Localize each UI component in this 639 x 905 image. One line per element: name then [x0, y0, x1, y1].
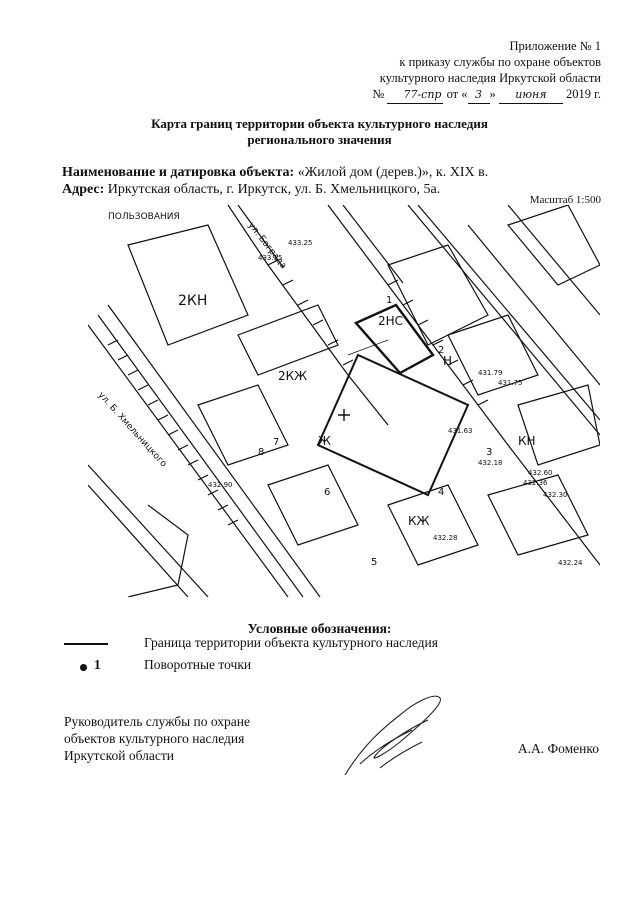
- map-point-6: 6: [324, 487, 330, 498]
- map-elev-6: 432.18: [478, 459, 503, 467]
- appendix-line-1: Приложение № 1: [509, 39, 601, 53]
- object-name-label: Наименование и датировка объекта:: [62, 165, 295, 180]
- order-line: № 77-спр от «3» июня 2019 г.: [372, 86, 601, 104]
- map-elev-3: 432.90: [208, 481, 233, 489]
- map-elev-8: 432.60: [528, 469, 553, 477]
- map-point-2: 2: [438, 345, 444, 356]
- document-title: Карта границ территории объекта культурн…: [0, 116, 639, 148]
- object-address-value: Иркутская область, г. Иркутск, ул. Б. Хм…: [107, 182, 441, 197]
- map-elev-10: 432.36: [523, 479, 548, 487]
- map-elev-1: 433.25: [288, 239, 313, 247]
- object-info: Наименование и датировка объекта: «Жилой…: [62, 164, 488, 198]
- signatory-line-1: Руководитель службы по охране: [64, 714, 251, 729]
- date-year: 2019 г.: [566, 87, 601, 101]
- map-point-1: 1: [386, 295, 392, 306]
- legend-point-label: Поворотные точки: [144, 657, 252, 672]
- map-point-5: 5: [371, 557, 377, 568]
- date-day-handwritten: 3: [467, 87, 490, 104]
- map-elev-5: 431.75: [498, 379, 523, 387]
- map-point-8: 8: [258, 447, 264, 458]
- map-scale: Масштаб 1:500: [529, 194, 601, 206]
- appendix-line-2: к приказу службы по охране объектов: [399, 55, 601, 69]
- signatory-line-2: объектов культурного наследия: [64, 731, 245, 746]
- title-line-1: Карта границ территории объекта культурн…: [151, 116, 488, 131]
- map-elev-11: 432.30: [543, 491, 568, 499]
- appendix-header: Приложение № 1 к приказу службы по охран…: [372, 38, 601, 104]
- map-label-zone: ПОЛЬЗОВАНИЯ: [108, 212, 180, 222]
- handwritten-signature: [344, 695, 441, 776]
- map-label-b7: КЖ: [408, 514, 430, 528]
- signatory-line-3: Иркутской области: [64, 748, 175, 763]
- map-elev-12: 431.63: [448, 427, 473, 435]
- order-number-handwritten: 77-спр: [387, 87, 444, 104]
- map-elev-9: 432.24: [558, 559, 583, 567]
- map-point-4: 4: [438, 487, 444, 498]
- signatory-name: А.А. Фоменко: [517, 741, 599, 756]
- appendix-line-3: культурного наследия Иркутской области: [379, 71, 601, 85]
- legend-boundary-label: Граница территории объекта культурного н…: [144, 635, 438, 650]
- map-label-b2: 2КЖ: [278, 369, 307, 383]
- map-label-b4: 2НС: [378, 314, 403, 328]
- map-elev-4: 431.79: [478, 369, 503, 377]
- date-close-quote: »: [489, 87, 496, 101]
- object-name-value: «Жилой дом (дерев.)», к. XIX в.: [297, 165, 489, 180]
- boundary-line-symbol: [64, 643, 108, 645]
- title-line-2: регионального значения: [247, 132, 392, 147]
- map-point-3: 3: [486, 447, 492, 458]
- object-address-row: Адрес: Иркутская область, г. Иркутск, ул…: [62, 181, 488, 198]
- signatory-title: Руководитель службы по охране объектов к…: [64, 713, 250, 764]
- map-label-b1: 2КН: [178, 293, 207, 309]
- legend-title: Условные обозначения:: [247, 621, 392, 636]
- turning-point-symbol: [80, 664, 87, 671]
- map-elev-2: 433.15: [258, 254, 283, 262]
- boundary-map: ПОЛЬЗОВАНИЯ 2КН 2КЖ Ж 2НС Н КН КЖ ул. Б.…: [88, 205, 600, 597]
- order-number-prefix: №: [372, 87, 385, 101]
- map-label-b5: Н: [443, 354, 452, 368]
- map-label-b6: КН: [518, 434, 536, 448]
- map-parcel-lines: [88, 205, 600, 597]
- object-address-label: Адрес:: [62, 182, 105, 197]
- date-month-handwritten: июня: [498, 87, 563, 104]
- map-drawing: ПОЛЬЗОВАНИЯ 2КН 2КЖ Ж 2НС Н КН КЖ ул. Б.…: [88, 205, 600, 597]
- map-point-7: 7: [273, 437, 279, 448]
- object-name-row: Наименование и датировка объекта: «Жилой…: [62, 164, 488, 181]
- date-from: от «: [446, 87, 468, 101]
- map-elev-7: 432.28: [433, 534, 458, 542]
- map-label-b3: Ж: [318, 434, 331, 448]
- legend-point-number: 1: [94, 657, 101, 672]
